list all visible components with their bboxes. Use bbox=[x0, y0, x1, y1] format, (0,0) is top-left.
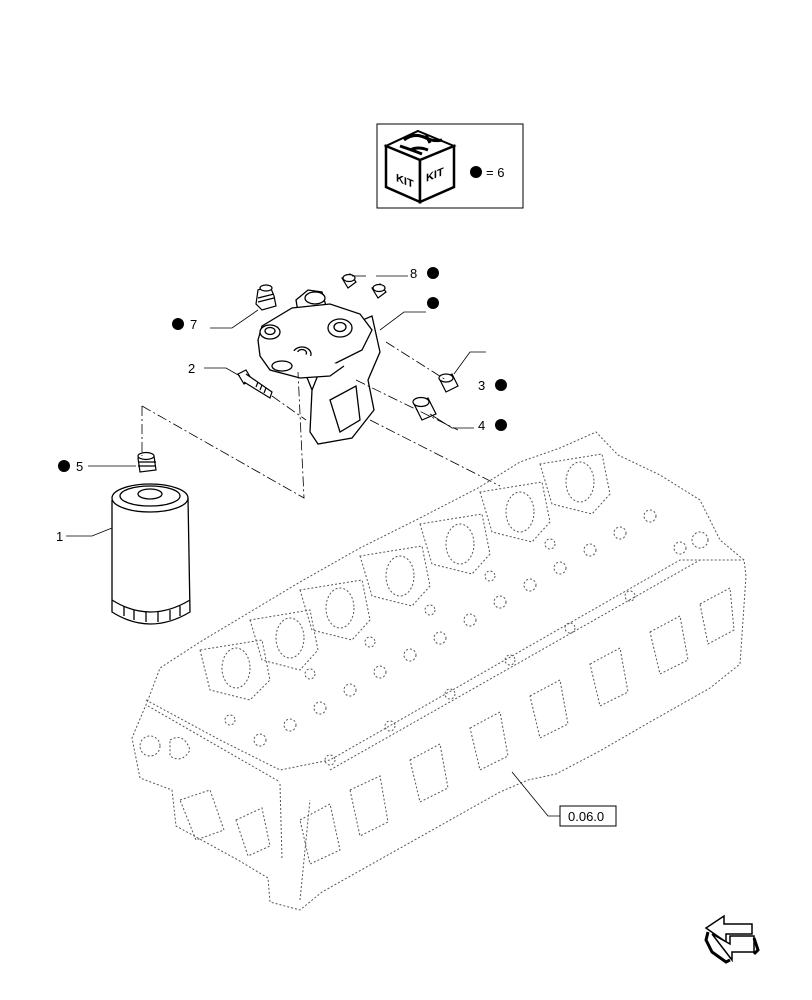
kit-dot-icon bbox=[470, 166, 482, 178]
callout-4-label: 4 bbox=[478, 418, 485, 433]
leader-lines bbox=[66, 275, 566, 817]
part-7-fitting bbox=[255, 284, 277, 311]
part-2-bolt bbox=[237, 369, 273, 399]
callout-1-label: 1 bbox=[56, 529, 63, 544]
callout-2-label: 2 bbox=[188, 361, 195, 376]
callout-8-label: 8 bbox=[410, 266, 417, 281]
callout-5-kit-dot-icon bbox=[58, 460, 70, 472]
kit-legend: KIT KIT = 6 bbox=[376, 123, 524, 209]
callout-5-label: 5 bbox=[76, 459, 83, 474]
callout-7-kit-dot-icon bbox=[172, 318, 184, 330]
kit-equals-label: = 6 bbox=[486, 165, 504, 180]
callout-7-label: 7 bbox=[190, 317, 197, 332]
cylinder-head-phantom bbox=[131, 431, 747, 911]
reference-link[interactable]: 0.06.0 bbox=[559, 805, 617, 827]
callout-3-label: 3 bbox=[478, 378, 485, 393]
reference-label[interactable]: 0.06.0 bbox=[568, 809, 604, 824]
filter-head-housing bbox=[257, 289, 381, 445]
part-1-oil-filter bbox=[111, 483, 191, 625]
assembly-lines bbox=[141, 341, 501, 499]
callout-labels: 1 2 3 4 5 7 8 bbox=[56, 266, 507, 544]
part-4-plug bbox=[412, 396, 437, 421]
part-3-plug bbox=[438, 373, 459, 393]
part-5-nipple bbox=[137, 451, 157, 473]
callout-housing-kit-dot-icon bbox=[427, 297, 439, 309]
part-8-plugs bbox=[341, 273, 387, 299]
callout-3-kit-dot-icon bbox=[495, 379, 507, 391]
callout-8-kit-dot-icon bbox=[427, 267, 439, 279]
callout-4-kit-dot-icon bbox=[495, 419, 507, 431]
double-arrow-icon[interactable] bbox=[704, 914, 760, 964]
kit-box-icon: KIT KIT bbox=[383, 129, 457, 204]
